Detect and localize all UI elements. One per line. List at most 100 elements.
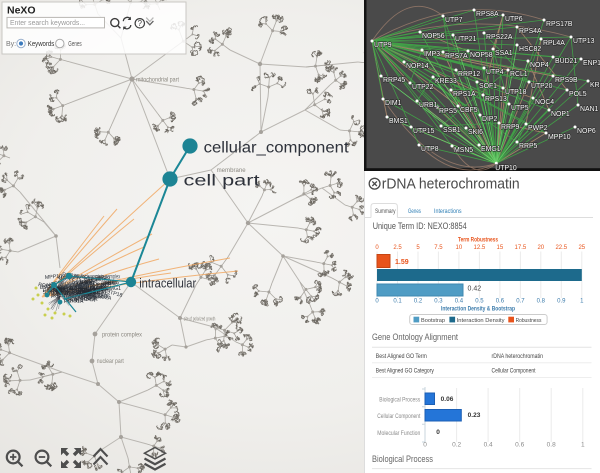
svg-text:RRP12: RRP12 (72, 288, 90, 295)
svg-text:12.5: 12.5 (474, 245, 486, 251)
svg-text:POL5: POL5 (38, 282, 52, 290)
svg-text:RRP9: RRP9 (501, 124, 520, 131)
svg-text:IMP4: IMP4 (70, 286, 83, 293)
svg-text:NOP58: NOP58 (54, 284, 72, 291)
svg-text:UTP22: UTP22 (412, 84, 434, 91)
svg-text:PWP2: PWP2 (96, 280, 112, 289)
svg-text:RPS13: RPS13 (68, 288, 86, 297)
svg-text:Gene Ontology Alignment: Gene Ontology Alignment (372, 332, 458, 343)
svg-text:UTP18: UTP18 (505, 89, 527, 96)
svg-text:Robustness: Robustness (516, 318, 542, 324)
svg-text:KRE33: KRE33 (435, 78, 457, 85)
svg-text:site of polarized growth: site of polarized growth (184, 317, 216, 323)
svg-text:BMS1: BMS1 (60, 290, 75, 299)
svg-text:0.9: 0.9 (557, 299, 566, 305)
svg-text:MSN5: MSN5 (66, 288, 81, 296)
svg-text:RPS9B: RPS9B (555, 77, 578, 84)
svg-text:POL5: POL5 (64, 298, 78, 305)
svg-text:RPS4A: RPS4A (67, 291, 85, 297)
svg-text:NAN1: NAN1 (81, 281, 95, 287)
svg-text:UTP9: UTP9 (66, 291, 81, 300)
svg-text:BUD21: BUD21 (81, 293, 99, 302)
svg-text:DIP2: DIP2 (482, 116, 497, 123)
svg-text:UTP13: UTP13 (573, 38, 595, 45)
svg-text:RPS1A: RPS1A (49, 288, 67, 294)
svg-text:cellular_component: cellular_component (204, 140, 350, 157)
svg-text:Cellular Component: Cellular Component (492, 368, 536, 375)
svg-text:RRP5: RRP5 (519, 143, 538, 150)
svg-text:0.8: 0.8 (537, 299, 546, 305)
svg-text:HSC82: HSC82 (519, 46, 541, 53)
svg-text:UTP13: UTP13 (86, 291, 103, 299)
svg-text:ribonucleoprotein complex: ribonucleoprotein complex (74, 275, 121, 281)
svg-text:nuclear part: nuclear part (97, 358, 124, 365)
svg-text:BUD21: BUD21 (555, 58, 577, 65)
svg-text:RPS22A: RPS22A (91, 293, 112, 302)
svg-text:RPS5: RPS5 (77, 280, 92, 288)
svg-text:BMS1: BMS1 (40, 283, 55, 291)
svg-text:NeXO: NeXO (7, 4, 36, 16)
svg-text:0.2: 0.2 (414, 299, 423, 305)
svg-text:5: 5 (416, 245, 420, 251)
svg-text:0.1: 0.1 (393, 299, 402, 305)
svg-text:SSB1: SSB1 (443, 127, 461, 134)
svg-text:UTP21: UTP21 (455, 36, 477, 43)
svg-text:protein complex: protein complex (102, 332, 143, 339)
svg-text:0.06: 0.06 (441, 396, 454, 403)
svg-text:RRP9: RRP9 (82, 296, 96, 302)
svg-text:CBF5: CBF5 (82, 288, 96, 294)
svg-text:mitochondrial part: mitochondrial part (136, 77, 179, 84)
svg-text:Best Aligned GO Term: Best Aligned GO Term (376, 353, 427, 360)
svg-text:UTP8: UTP8 (68, 282, 82, 290)
svg-text:1: 1 (581, 442, 585, 449)
svg-text:RCL1: RCL1 (510, 71, 528, 78)
svg-text:NOC4: NOC4 (90, 285, 105, 292)
svg-text:0.6: 0.6 (496, 299, 505, 305)
svg-text:ENP1: ENP1 (583, 60, 600, 67)
svg-text:NOP56: NOP56 (80, 287, 98, 294)
svg-text:RPS1A: RPS1A (453, 91, 476, 98)
svg-text:PWP2: PWP2 (60, 289, 76, 298)
svg-text:0: 0 (423, 442, 427, 449)
svg-text:CBF5: CBF5 (75, 284, 90, 293)
svg-text:By:: By: (6, 41, 16, 48)
svg-text:UTP22: UTP22 (58, 275, 75, 283)
svg-text:0: 0 (436, 429, 440, 436)
svg-text:MPP10: MPP10 (79, 292, 97, 301)
svg-text:RPS22A: RPS22A (61, 286, 82, 292)
svg-text:RRP36: RRP36 (78, 284, 95, 291)
svg-text:ribosome precursor: ribosome precursor (68, 294, 110, 300)
svg-text:cell part: cell part (184, 173, 261, 190)
svg-text:PWP2: PWP2 (528, 125, 548, 132)
svg-text:SKI6: SKI6 (468, 129, 483, 136)
svg-text:SSB1: SSB1 (69, 295, 83, 302)
svg-text:UTP5: UTP5 (511, 105, 529, 112)
svg-text:SOF1: SOF1 (83, 291, 97, 297)
svg-text:?: ? (138, 19, 143, 28)
svg-text:Genes: Genes (68, 39, 82, 48)
svg-text:rDNA heterochromatin: rDNA heterochromatin (492, 353, 544, 360)
svg-text:IMP3: IMP3 (424, 51, 440, 58)
svg-text:0.5: 0.5 (475, 299, 484, 305)
svg-text:BMS1: BMS1 (389, 118, 408, 125)
svg-text:25: 25 (578, 245, 585, 251)
svg-text:RRP12: RRP12 (82, 290, 100, 297)
svg-text:DIM1: DIM1 (53, 286, 66, 292)
svg-text:NOP1: NOP1 (551, 111, 570, 118)
svg-text:Molecular Function: Molecular Function (377, 431, 420, 437)
svg-text:UTP9: UTP9 (48, 288, 62, 294)
svg-text:1: 1 (580, 299, 584, 305)
svg-text:UTP10: UTP10 (495, 165, 517, 171)
svg-text:RPS5: RPS5 (48, 289, 63, 297)
svg-text:UTP13: UTP13 (71, 285, 88, 294)
svg-text:KRE31: KRE31 (100, 279, 118, 288)
svg-text:DIM1: DIM1 (96, 285, 109, 292)
svg-text:UTP8: UTP8 (421, 146, 439, 153)
svg-text:RRP12: RRP12 (458, 71, 480, 78)
svg-text:0.8: 0.8 (547, 442, 556, 449)
svg-text:RRP45: RRP45 (383, 77, 405, 84)
svg-text:URB1: URB1 (53, 290, 68, 297)
svg-text:0.7: 0.7 (516, 299, 525, 305)
svg-text:ENP1: ENP1 (77, 289, 91, 296)
svg-text:RPS8A: RPS8A (476, 11, 499, 18)
